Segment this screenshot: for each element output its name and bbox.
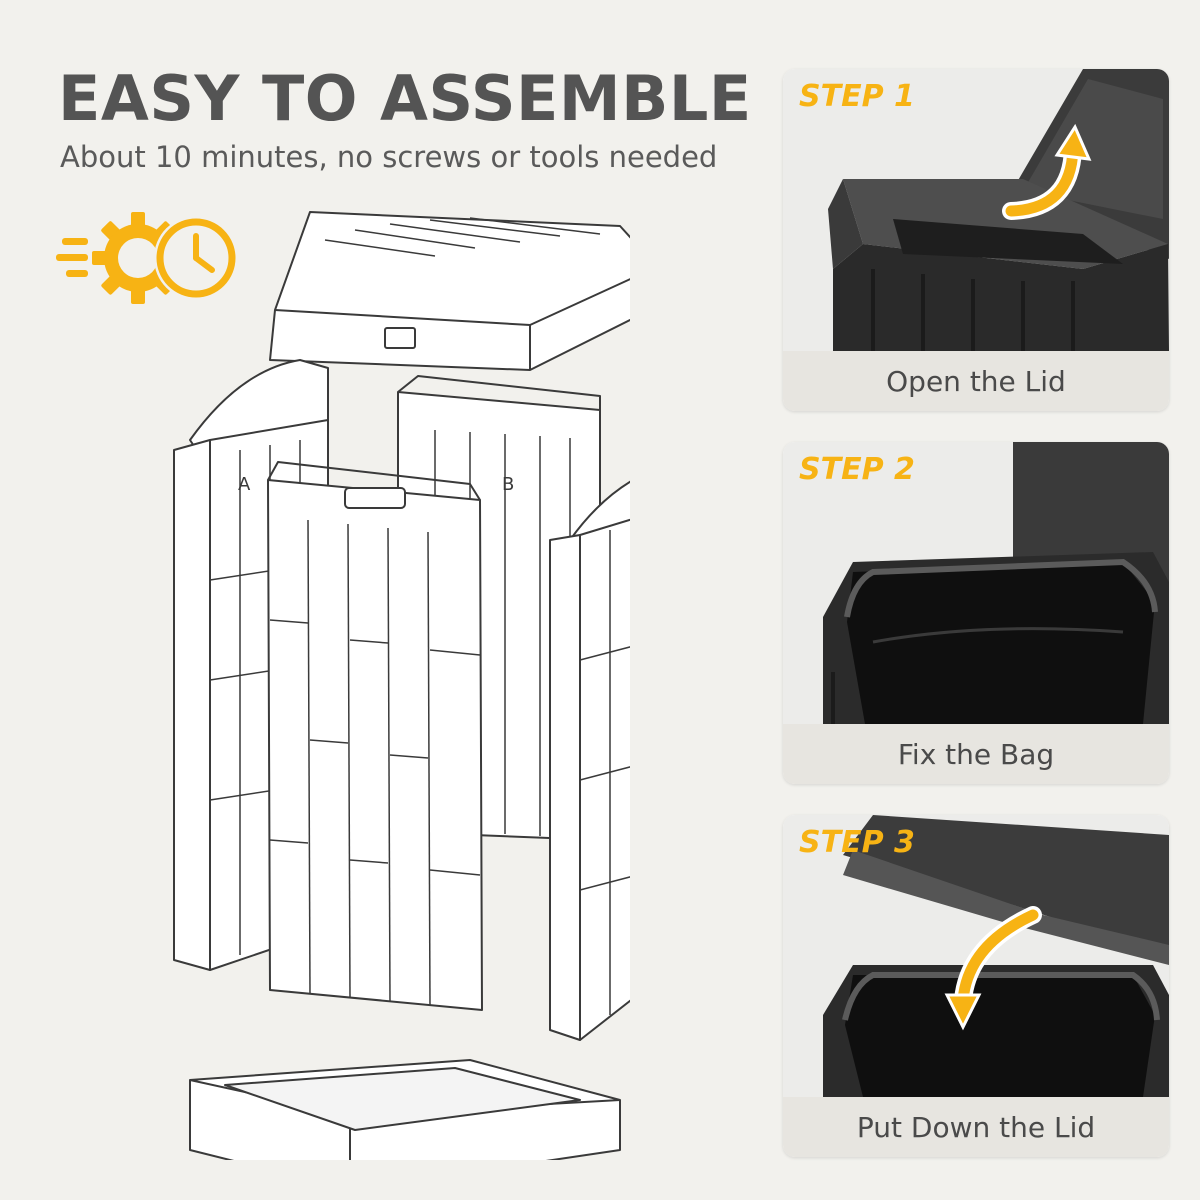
side-panel-right bbox=[549, 480, 630, 1041]
page-subtitle: About 10 minutes, no screws or tools nee… bbox=[60, 140, 718, 174]
page-title: EASY TO ASSEMBLE bbox=[58, 62, 752, 135]
panel-label-a: A bbox=[238, 474, 251, 495]
step-1-photo bbox=[783, 69, 1169, 351]
panel-label-b: B bbox=[502, 474, 514, 495]
exploded-assembly-diagram: A B bbox=[173, 211, 630, 1160]
step-3-caption: Put Down the Lid bbox=[783, 1097, 1169, 1157]
step-2-photo bbox=[783, 442, 1169, 724]
base-tray bbox=[189, 1059, 621, 1160]
step-card-3: STEP 3 Put Down the Lid bbox=[783, 815, 1169, 1157]
step-2-caption: Fix the Bag bbox=[783, 724, 1169, 784]
step-3-label: STEP 3 bbox=[799, 825, 915, 860]
arrow-down-icon bbox=[944, 906, 1042, 1031]
step-3-photo bbox=[783, 815, 1169, 1097]
gear-clock-icon bbox=[56, 212, 238, 304]
step-1-caption: Open the Lid bbox=[783, 351, 1169, 411]
front-panel bbox=[267, 461, 483, 1011]
step-2-label: STEP 2 bbox=[799, 452, 915, 487]
step-card-2: STEP 2 Fix the Bag bbox=[783, 442, 1169, 784]
arrow-up-icon bbox=[1002, 123, 1092, 220]
step-1-label: STEP 1 bbox=[799, 79, 915, 114]
lid-part bbox=[269, 211, 630, 371]
step-card-1: STEP 1 Open the Lid bbox=[783, 69, 1169, 411]
